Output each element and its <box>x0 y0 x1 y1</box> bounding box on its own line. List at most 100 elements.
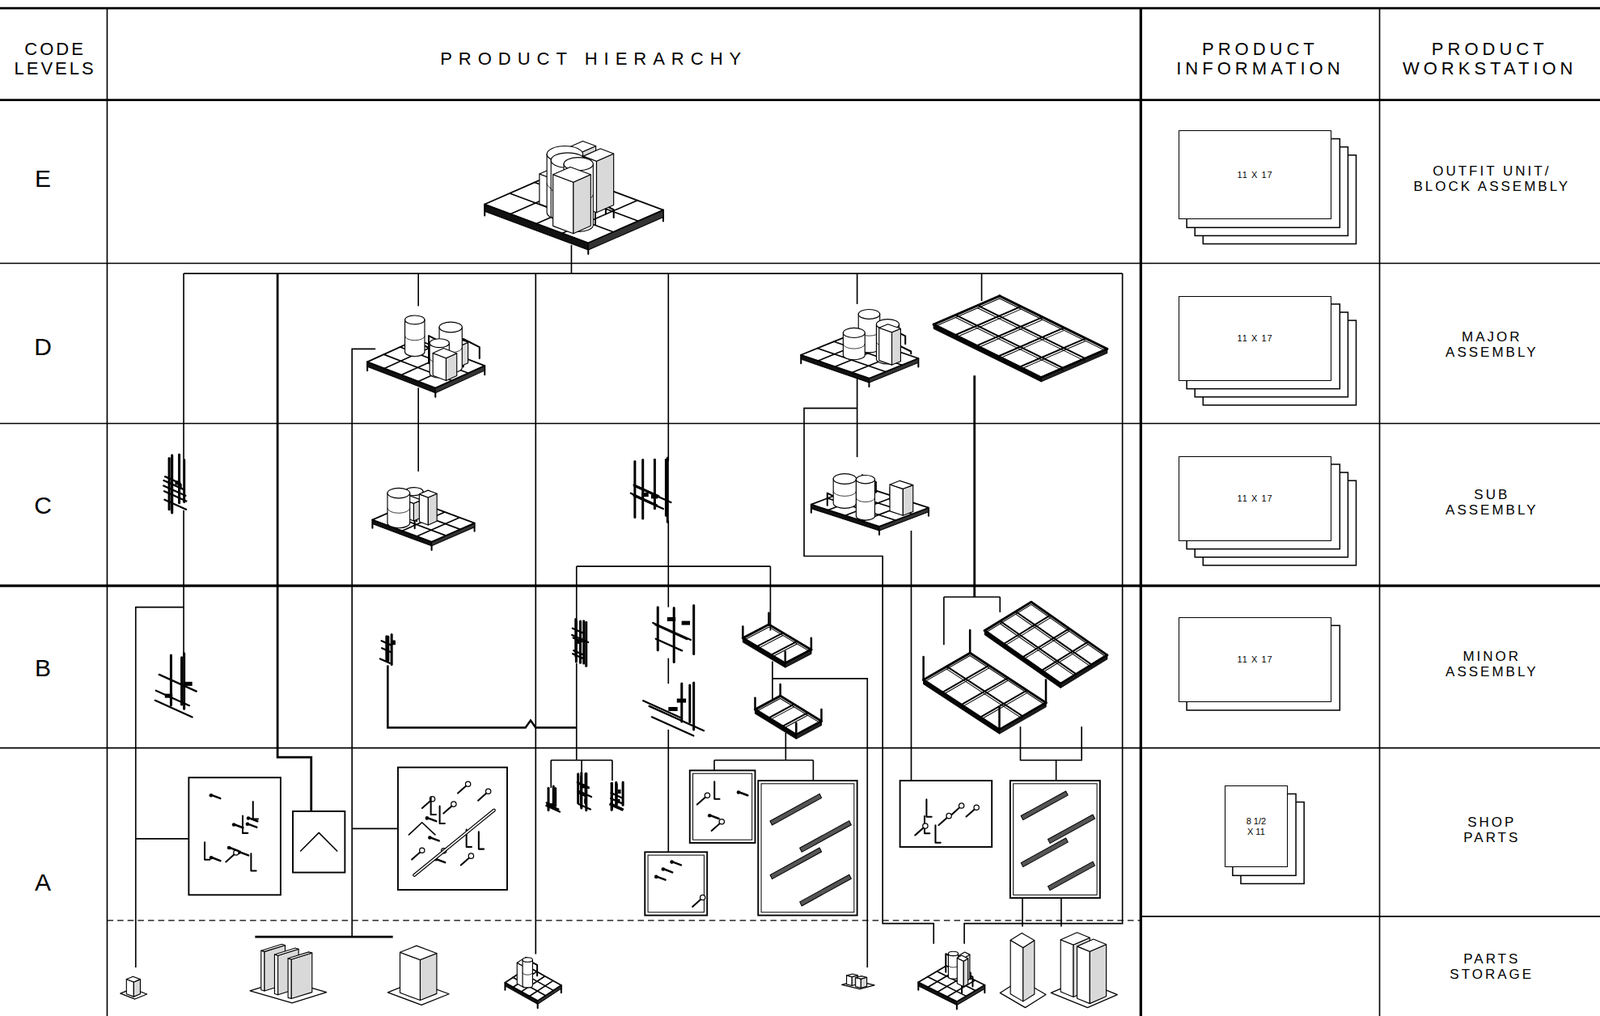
parts-panel <box>397 767 508 890</box>
parts-panel <box>1013 783 1097 896</box>
hierarchy-line <box>135 838 190 840</box>
pipe <box>610 798 623 804</box>
shop-part <box>204 842 210 860</box>
hierarchy-line <box>1020 726 1082 761</box>
workstation-label: MAJOR ASSEMBLY <box>1434 329 1549 360</box>
frame-post <box>1045 679 1048 703</box>
sheet-size: 8 1/2 X 11 <box>1244 816 1269 837</box>
shop-part <box>209 793 214 798</box>
frame-post <box>778 684 782 696</box>
valve <box>392 639 396 644</box>
valve <box>392 640 396 645</box>
valve <box>584 799 588 804</box>
box-face <box>287 958 292 999</box>
table-cell: C <box>33 491 52 520</box>
hierarchy-line <box>254 935 393 939</box>
table-cell: SUB ASSEMBLY <box>1434 486 1549 518</box>
table-cell: PRODUCT HIERARCHY <box>440 49 748 70</box>
pipe <box>571 634 589 643</box>
shop-part <box>478 792 487 801</box>
pipe <box>656 639 682 652</box>
level-code: E <box>34 165 51 193</box>
shop-part <box>938 816 948 826</box>
column-header: PRODUCT INFORMATION <box>1154 39 1367 80</box>
table-cell: PRODUCT WORKSTATION <box>1384 39 1596 80</box>
pipe <box>386 636 390 661</box>
shop-part <box>427 817 436 822</box>
pipe <box>156 690 190 706</box>
hierarchy-line <box>417 387 420 471</box>
frame-side <box>998 702 1046 734</box>
tank-top <box>842 327 865 338</box>
frame-post <box>783 651 787 664</box>
pipe <box>656 607 660 651</box>
table-cell: A <box>34 868 51 897</box>
frame-beam <box>770 641 797 656</box>
parts-panel <box>647 855 704 913</box>
valve <box>641 492 649 497</box>
bar-stock <box>800 821 852 853</box>
box-face <box>902 485 913 517</box>
table-cell: PRODUCT INFORMATION <box>1154 39 1367 80</box>
frame-beam <box>977 308 1086 362</box>
pipe <box>579 772 583 808</box>
frame-beam <box>754 695 780 710</box>
hierarchy-line <box>575 566 578 625</box>
pipe <box>673 608 676 663</box>
frame-beam <box>770 643 797 658</box>
shop-part <box>719 819 724 825</box>
hierarchy-line <box>667 520 669 607</box>
valve <box>184 681 192 686</box>
pipe <box>155 700 193 718</box>
frame-beam <box>742 638 785 664</box>
frame-post <box>795 723 798 735</box>
shop-part <box>245 822 250 827</box>
shop-part <box>654 875 659 880</box>
frame-beam <box>795 723 822 738</box>
pipe <box>611 792 623 798</box>
shop-part <box>232 822 237 827</box>
hierarchy-line <box>856 377 859 458</box>
pipe <box>649 706 704 731</box>
box-face <box>419 494 428 525</box>
shop-part <box>443 804 453 813</box>
shop-part <box>946 812 952 818</box>
table-cell: MAJOR ASSEMBLY <box>1434 329 1549 360</box>
bar-stock <box>1047 861 1095 891</box>
pipe <box>164 491 187 501</box>
table-rule <box>0 747 1600 750</box>
shop-part <box>422 800 432 809</box>
pipe <box>643 700 681 718</box>
shop-part <box>211 857 221 861</box>
shop-part <box>227 846 232 851</box>
pipe <box>381 647 391 652</box>
hierarchy-line <box>1055 760 1058 781</box>
tank-band <box>842 343 865 349</box>
box-face <box>553 166 592 183</box>
hierarchy-line <box>576 565 771 568</box>
frame-beam <box>933 324 1042 378</box>
parts-panel <box>292 811 345 873</box>
shop-part <box>711 822 721 831</box>
hierarchy-line <box>981 273 983 301</box>
product-illustration <box>120 140 1118 1009</box>
hierarchy-line <box>1060 897 1063 927</box>
box-face <box>892 328 902 365</box>
shop-part <box>673 862 682 866</box>
shop-part <box>250 853 256 871</box>
frame-beam <box>785 651 812 666</box>
valve <box>667 617 676 622</box>
shop-part <box>966 808 976 817</box>
valve <box>174 480 179 485</box>
tank-top <box>429 338 449 348</box>
valve <box>581 783 585 788</box>
pipe <box>180 657 183 705</box>
shop-part <box>700 894 706 900</box>
frame-beam <box>1031 604 1108 658</box>
frame-post <box>767 613 771 625</box>
box-face <box>956 957 964 987</box>
frame-beam <box>999 298 1108 352</box>
box-face <box>1010 939 1024 1002</box>
pipe <box>576 774 580 804</box>
shop-part <box>669 859 674 864</box>
